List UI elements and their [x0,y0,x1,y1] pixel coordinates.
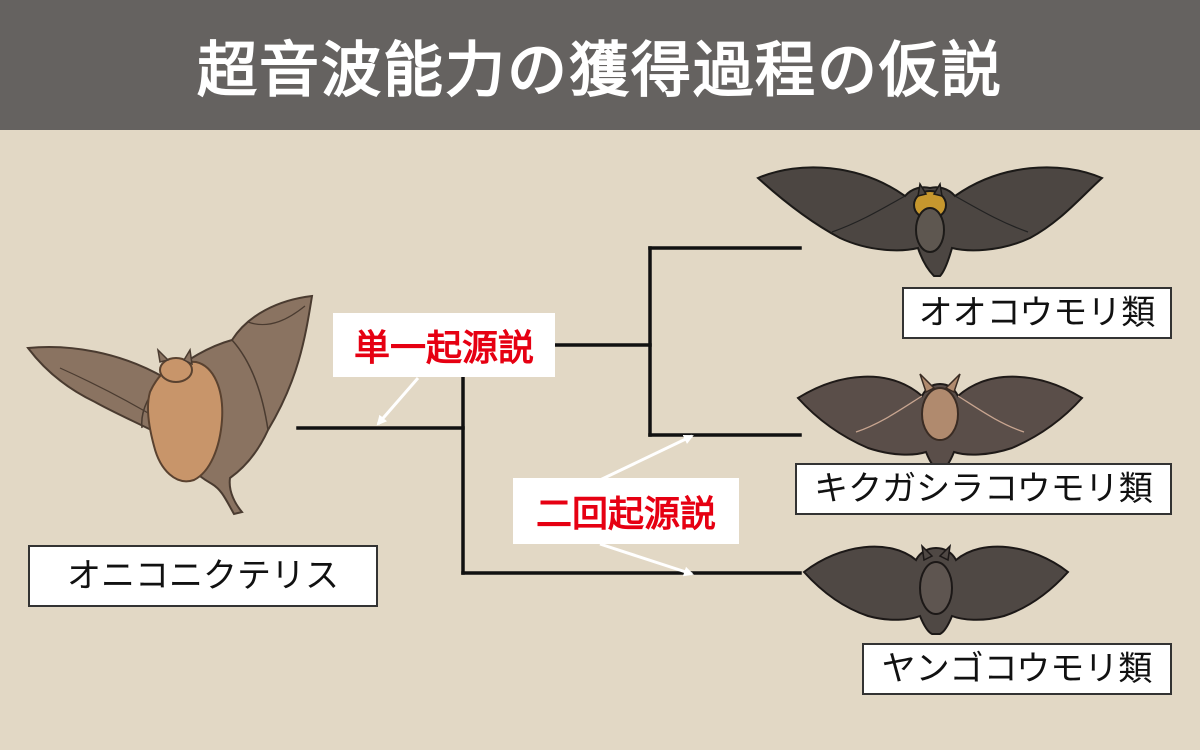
arrow-double-origin-upper [599,434,694,482]
tree-branches [296,246,802,575]
label-rhinolophidae: キクガシラコウモリ類 [795,463,1172,515]
page-title: 超音波能力の獲得過程の仮説 [197,35,1003,106]
arrow-single-origin [376,377,420,426]
title-banner: 超音波能力の獲得過程の仮説 [0,0,1200,130]
horseshoe-bat-icon [796,373,1084,471]
hypothesis-double-origin: 二回起源説 [513,478,739,544]
hypothesis-single-origin: 単一起源説 [333,313,555,377]
onychonycteris-bat-icon [26,294,314,516]
vesper-bat-icon [802,543,1070,635]
fruit-bat-icon [756,166,1104,277]
arrow-double-origin-lower [599,542,694,577]
label-onychonycteris: オニコニクテリス [28,545,378,607]
label-pteropodidae: オオコウモリ類 [902,287,1172,339]
label-vespertilionidae: ヤンゴコウモリ類 [862,643,1172,695]
hypothesis-arrows [376,377,694,577]
